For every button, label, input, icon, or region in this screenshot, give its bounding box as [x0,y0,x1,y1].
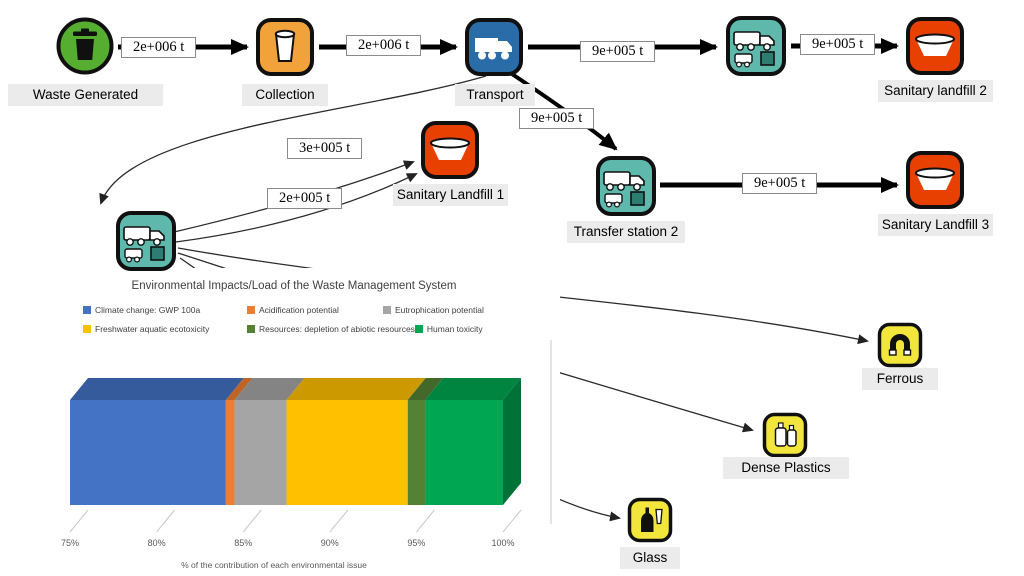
flow-value-transport-transfer-1[interactable]: 9e+005 t [580,41,656,62]
node-glass[interactable] [627,497,673,543]
legend-label: Acidification potential [259,304,339,315]
node-ferrous[interactable] [877,322,923,368]
x-tick-label: 90% [321,538,339,548]
gridline [329,509,349,533]
bar-front-2 [234,400,287,505]
bar-top-2 [234,378,305,400]
bar-side-5 [503,378,521,505]
legend-item: Resources: depletion of abiotic resource… [247,324,415,334]
legend-swatch [83,324,91,333]
legend-label: Human toxicity [426,323,483,334]
legend-swatch [83,305,91,314]
legend-label: Eutrophication potential [395,304,484,315]
node-dense-plastics[interactable] [762,412,808,458]
transfer-station-icon [726,16,786,76]
waste-generated-label: Waste Generated [8,84,163,106]
x-tick-label: 75% [61,538,79,548]
bar-front-0 [70,400,226,505]
node-waste-generated[interactable] [55,16,115,76]
node-transport[interactable] [464,17,524,77]
bar-top-0 [70,378,244,400]
legend-label: Climate change: GWP 100a [95,304,201,315]
landfill-icon [906,151,964,209]
chart-title: Environmental Impacts/Load of the Waste … [131,280,457,292]
sanitary-landfill-3-label: Sanitary Landfill 3 [878,214,993,236]
chart-x-axis-label: % of the contribution of each environmen… [181,560,367,570]
bar-top-3 [286,378,426,400]
dense-plastics-label: Dense Plastics [723,457,849,479]
glass-bottle-icon [627,497,673,543]
stacked-bar-plot: 75% 80% 85% 90% 95% 100% [61,340,552,548]
landfill-icon [421,121,479,179]
waste-generated-icon [56,17,114,75]
legend-label: Resources: depletion of abiotic resource… [259,323,415,334]
bar-front-3 [286,400,408,505]
collection-icon [256,18,314,76]
node-material-recovery[interactable] [115,210,177,272]
legend-item: Acidification potential [247,305,383,315]
sanitary-landfill-1-label: Sanitary Landfill 1 [393,184,508,206]
sanitary-landfill-2-label: Sanitary landfill 2 [878,80,993,102]
legend-swatch [414,324,423,333]
flow-value-mrf-landfill-1-b[interactable]: 2e+005 t [267,188,343,209]
legend-item: Freshwater aquatic ecotoxicity [83,324,247,334]
bar-front-1 [225,400,235,505]
plastic-bottles-icon [762,412,808,458]
legend-item: Eutrophication potential [383,305,484,315]
flow-value-mrf-landfill-1-a[interactable]: 3e+005 t [287,138,363,159]
transfer-station-icon [116,211,176,271]
landfill-icon [906,17,964,75]
gridline [69,509,89,533]
legend-swatch [247,305,255,314]
gridline [416,509,435,533]
glass-label: Glass [620,547,680,569]
gridline [502,509,522,533]
environmental-impact-chart: Environmental Impacts/Load of the Waste … [28,268,560,576]
flow-value-transfer-1-landfill-2[interactable]: 9e+005 t [800,34,876,55]
edge-mrf-to-landfill-1-b [175,173,418,243]
transfer-station-icon [596,156,656,216]
x-tick-label: 85% [234,538,252,548]
legend-item: Human toxicity [414,323,483,334]
ferrous-magnet-icon [877,322,923,368]
flow-value-transport-transfer-2[interactable]: 9e+005 t [519,108,595,129]
collection-label: Collection [242,84,328,106]
node-transfer-station-1[interactable] [725,15,787,77]
node-transfer-station-2[interactable] [595,155,657,217]
bar-top-1 [225,378,253,400]
node-sanitary-landfill-3[interactable] [905,150,965,210]
x-tick-label: 95% [407,538,425,548]
x-tick-label: 80% [148,538,166,548]
node-sanitary-landfill-1[interactable] [420,120,480,180]
ferrous-label: Ferrous [862,368,938,390]
bar-front-4 [407,400,426,505]
flow-value-generation-collection[interactable]: 2e+006 t [121,37,197,58]
chart-legend: Climate change: GWP 100a Acidification po… [83,304,484,342]
transport-label: Transport [455,84,535,106]
gridline [156,509,175,533]
flow-value-collection-transport[interactable]: 2e+006 t [346,35,422,56]
legend-swatch [383,305,391,314]
gridline [242,509,262,533]
flow-value-transfer-2-landfill-3[interactable]: 9e+005 t [742,173,818,194]
x-tick-label: 100% [491,538,514,548]
legend-swatch [247,324,255,333]
bar-front-5 [425,400,503,505]
legend-label: Freshwater aquatic ecotoxicity [95,323,210,334]
node-collection[interactable] [255,17,315,77]
bar-top-4 [407,378,444,400]
legend-item: Climate change: GWP 100a [83,305,247,315]
transfer-station-2-label: Transfer station 2 [567,221,685,243]
bar-top-5 [425,378,521,400]
node-sanitary-landfill-2[interactable] [905,16,965,76]
edge-transport-to-mrf [99,75,487,205]
transport-truck-icon [465,18,523,76]
